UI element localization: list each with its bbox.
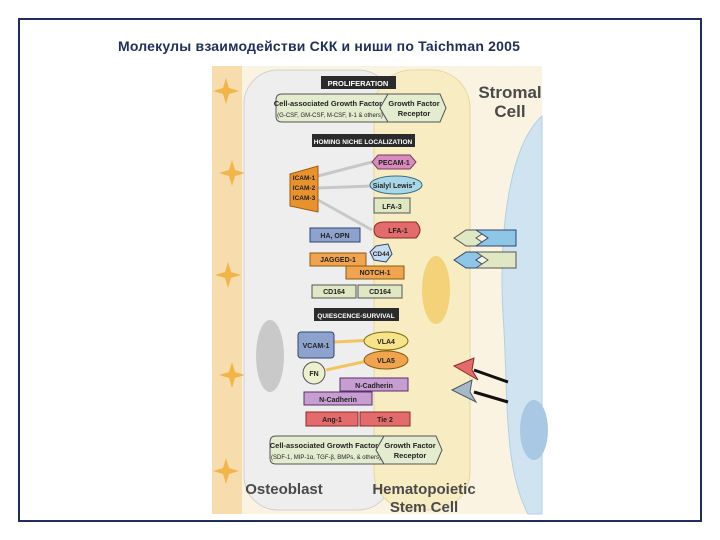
icam-1-label: ICAM-1 xyxy=(293,175,316,182)
icam-2-label: ICAM-2 xyxy=(293,185,316,192)
osteoblast-label: Osteoblast xyxy=(245,481,323,498)
stromal-label-line1: Stromal xyxy=(478,83,541,102)
bone-sparkles xyxy=(213,78,245,484)
vla5-label: VLA5 xyxy=(377,358,395,365)
icam-box xyxy=(289,165,319,213)
lfa-1-box xyxy=(373,221,421,239)
sialyl-lewis-text: Sialyl Lewis xyxy=(373,183,413,190)
notch-1-label: NOTCH-1 xyxy=(359,270,390,277)
connector-lines xyxy=(317,160,373,232)
bottom-receptor-line2: Receptor xyxy=(394,451,427,460)
stromal-chevron-bottom xyxy=(453,251,517,269)
vla4-ellipse xyxy=(363,331,409,351)
bottom-growth-factors-title: Cell-associated Growth Factors xyxy=(270,441,383,450)
bone-strip xyxy=(212,66,242,514)
fn-label: FN xyxy=(309,371,318,378)
hsc-label-line2: Stem Cell xyxy=(390,499,458,516)
n-cadherin-left-box xyxy=(303,391,373,406)
pecam-1-label: PECAM-1 xyxy=(378,160,410,167)
cd44-label: CD44 xyxy=(373,251,390,258)
lfa-3-label: LFA-3 xyxy=(382,204,402,211)
tie-2-label: Tie 2 xyxy=(377,417,393,424)
ang-1-label: Ang-1 xyxy=(322,417,342,424)
quiescence-header-bg xyxy=(314,308,399,321)
fn-circle xyxy=(302,361,326,385)
homing-header-bg xyxy=(312,134,415,147)
n-cadherin-right-label: N-Cadherin xyxy=(355,383,393,390)
n-cadherin-right-box xyxy=(339,377,409,392)
bottom-growth-factors-box xyxy=(269,435,385,465)
cd164-right-box xyxy=(357,284,403,299)
slide-title: Молекулы взаимодействи СКК и ниши по Tai… xyxy=(118,38,521,54)
jagged-1-label: JAGGED-1 xyxy=(320,257,356,264)
notch-1-box xyxy=(345,265,405,280)
ha-opn-label: HA, OPN xyxy=(320,233,349,240)
icam-3-label: ICAM-3 xyxy=(293,195,316,202)
sialyl-lewis-sup: x xyxy=(412,181,415,187)
cd164-left-box xyxy=(311,284,357,299)
bottom-receptor-box xyxy=(375,435,443,465)
top-receptor-line1: Growth Factor xyxy=(388,99,439,108)
homing-header: HOMING NICHE LOCALIZATION xyxy=(314,139,413,146)
quiescence-header: QUIESCENCE-SURVIVAL xyxy=(317,313,394,320)
stromal-label-line2: Cell xyxy=(494,102,525,121)
stromal-chevron-top xyxy=(453,229,517,247)
ha-opn-box xyxy=(309,227,361,243)
hsc-label-line1: Hematopoietic xyxy=(372,481,475,498)
proliferation-header-bg xyxy=(321,76,396,89)
cd164-left-label: CD164 xyxy=(323,289,345,296)
top-receptor-line2: Receptor xyxy=(398,109,431,118)
top-growth-factors-title: Cell-associated Growth Factors xyxy=(274,99,387,108)
pecam-1-box xyxy=(371,154,417,170)
vla4-label: VLA4 xyxy=(377,339,395,346)
arrow-red xyxy=(452,357,509,384)
sialyl-lewis-ellipse xyxy=(369,175,423,195)
sialyl-lewis-label: Sialyl Lewisx xyxy=(373,181,416,190)
proliferation-header: PROLIFERATION xyxy=(328,79,389,88)
n-cadherin-left-label: N-Cadherin xyxy=(319,397,357,404)
vla5-ellipse xyxy=(363,350,409,370)
cd44-box xyxy=(369,243,393,263)
ang-1-box xyxy=(305,411,359,427)
top-growth-factors-sub: (G-CSF, GM-CSF, M-CSF, Il-1 & others) xyxy=(277,113,383,119)
vcam-1-label: VCAM-1 xyxy=(303,343,330,350)
stromal-nucleus xyxy=(520,400,548,460)
hsc-nucleus xyxy=(422,256,450,324)
tie-2-box xyxy=(359,411,411,427)
osteoblast-nucleus xyxy=(256,320,284,392)
lfa-1-label: LFA-1 xyxy=(388,228,408,235)
top-receptor-box xyxy=(379,93,447,123)
top-growth-factors-box xyxy=(275,93,389,123)
jagged-1-box xyxy=(309,252,367,267)
bottom-receptor-line1: Growth Factor xyxy=(384,441,435,450)
lfa-3-box xyxy=(373,197,411,214)
bottom-growth-factors-sub: (SDF-1, MIP-1α, TGF-β, BMPs, & others) xyxy=(271,455,381,461)
arrow-gray xyxy=(450,379,509,404)
vcam-1-box xyxy=(297,331,335,359)
cd164-right-label: CD164 xyxy=(369,289,391,296)
